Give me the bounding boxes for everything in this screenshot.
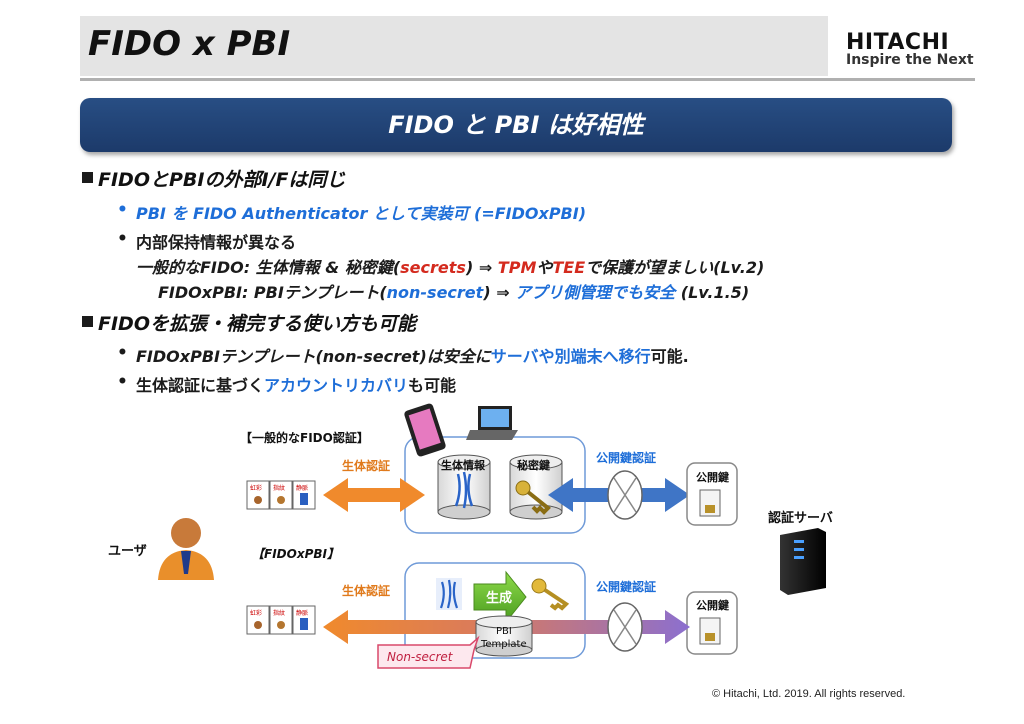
section2-bullet2: 生体認証に基づくアカウントリカバリも可能 — [136, 372, 456, 396]
b2-recovery: アカウントリカバリ — [264, 376, 409, 395]
fingerprint-icon — [277, 496, 285, 504]
network-circle-icon — [607, 470, 643, 520]
key-icon — [515, 480, 551, 515]
bio-info-label: 生体情報 — [441, 458, 486, 472]
bullet-dot-icon: • — [117, 372, 128, 392]
b1-text: FIDOxPBIテンプレート(non-secret)は安全に — [136, 347, 491, 366]
lock-document-icon — [699, 489, 721, 517]
modality-vein: 静脈 — [296, 484, 308, 492]
bullet-dot-icon: • — [117, 229, 128, 249]
section1-bullet1: PBI を FIDO Authenticator として実装可 (=FIDOxP… — [136, 204, 587, 223]
modality-group-bottom: 虹彩 指紋 静脈 — [246, 605, 316, 635]
eye-icon — [254, 496, 262, 504]
section2-bullet1: FIDOxPBIテンプレート(non-secret)は安全にサーバや別端末へ移行… — [136, 343, 689, 367]
modality-iris: 虹彩 — [250, 484, 262, 492]
line4-nonsecret: non-secret — [386, 283, 484, 302]
bio-auth-label-bottom: 生体認証 — [342, 583, 390, 598]
non-secret-label: Non-secret — [387, 650, 454, 664]
line3-tpm: TPM — [497, 258, 537, 277]
copyright-text: © Hitachi, Ltd. 2019. All rights reserve… — [712, 688, 906, 700]
line4-arrow: ) ⇒ — [483, 283, 516, 302]
b1-end: 可能. — [650, 347, 689, 366]
pubkey-auth-label-bottom: 公開鍵認証 — [596, 579, 656, 594]
pbi-template-label-2: Template — [480, 639, 527, 650]
generate-label: 生成 — [486, 590, 512, 606]
line3-arrow: ) ⇒ — [465, 258, 498, 277]
generate-arrow — [473, 570, 527, 624]
section1-line3: 一般的なFIDO: 生体情報 & 秘密鍵(secrets) ⇒ TPMやTEEで… — [136, 254, 764, 278]
smartphone-icon — [404, 403, 446, 457]
line3-tee: TEE — [552, 258, 586, 277]
line3-text: 一般的なFIDO: 生体情報 & 秘密鍵( — [136, 258, 401, 277]
pubkey-auth-label-top: 公開鍵認証 — [596, 450, 656, 465]
public-key-label-top: 公開鍵 — [696, 470, 729, 484]
b2-text: 生体認証に基づく — [136, 376, 265, 395]
hitachi-tagline: Inspire the Next — [846, 52, 974, 68]
title-bar — [80, 16, 828, 76]
lock-document-icon — [699, 617, 721, 645]
fido-pbi-diagram: 【一般的なFIDO認証】 【FIDOxPBI】 ユーザ 虹彩 指紋 静脈 虹彩 … — [108, 403, 833, 669]
public-key-label-bottom: 公開鍵 — [696, 598, 729, 612]
non-secret-callout — [377, 635, 480, 669]
line4-level: (Lv.1.5) — [675, 283, 750, 302]
user-label: ユーザ — [108, 544, 147, 559]
eye-icon — [254, 621, 262, 629]
pbi-template-cylinder — [475, 615, 533, 657]
bio-auth-label-top: 生体認証 — [342, 458, 390, 473]
user-icon — [158, 518, 214, 580]
vein-icon — [300, 493, 308, 505]
bio-info-cylinder — [437, 454, 491, 520]
section2-heading: FIDOを拡張・補完する使い方も可能 — [98, 313, 416, 335]
golden-key-icon — [531, 578, 570, 611]
modality-iris: 虹彩 — [250, 609, 262, 617]
section1-line4: FIDOxPBI: PBIテンプレート(non-secret) ⇒ アプリ側管理… — [158, 279, 749, 303]
page-title: FIDO x PBI — [88, 24, 291, 64]
banner-text: FIDO と PBI は好相性 — [388, 111, 644, 139]
line3-secrets: secrets — [400, 258, 466, 277]
laptop-icon — [466, 406, 518, 440]
section1-bullet2: 内部保持情報が異なる — [136, 233, 297, 252]
square-bullet-icon — [82, 172, 93, 183]
subtitle-banner: FIDO と PBI は好相性 — [80, 98, 952, 152]
bullet-dot-icon: • — [117, 343, 128, 363]
hitachi-logo: HITACHI — [846, 30, 950, 55]
bio-auth-arrow-top — [323, 478, 425, 512]
pbi-template-label-1: PBI — [496, 626, 512, 637]
vein-icon — [300, 618, 308, 630]
label-general-fido: 【一般的なFIDO認証】 — [240, 430, 369, 445]
line3-ya: や — [536, 258, 553, 277]
secret-key-label: 秘密鍵 — [517, 458, 550, 472]
bullet-dot-icon: • — [117, 200, 128, 220]
server-icon — [780, 528, 826, 595]
modality-fingerprint: 指紋 — [273, 609, 285, 617]
section1-heading: FIDOとPBIの外部I/Fは同じ — [98, 169, 346, 191]
line3-rest: で保護が望ましい(Lv.2) — [585, 258, 765, 277]
modality-fingerprint: 指紋 — [273, 484, 285, 492]
network-circle-icon — [607, 602, 643, 652]
modality-vein: 静脈 — [296, 609, 308, 617]
line4-text: FIDOxPBI: PBIテンプレート( — [158, 283, 387, 302]
auth-server-label: 認証サーバ — [768, 510, 833, 526]
b2-end: も可能 — [408, 376, 457, 395]
modality-group-top: 虹彩 指紋 静脈 — [246, 480, 316, 510]
title-underline — [80, 78, 975, 81]
square-bullet-icon — [82, 316, 93, 327]
vein-image-icon — [436, 578, 462, 610]
b1-migrate: サーバや別端末へ移行 — [490, 347, 651, 366]
line4-safe: アプリ側管理でも安全 — [515, 283, 676, 302]
fingerprint-icon — [277, 621, 285, 629]
label-fido-pbi: 【FIDOxPBI】 — [252, 547, 339, 561]
